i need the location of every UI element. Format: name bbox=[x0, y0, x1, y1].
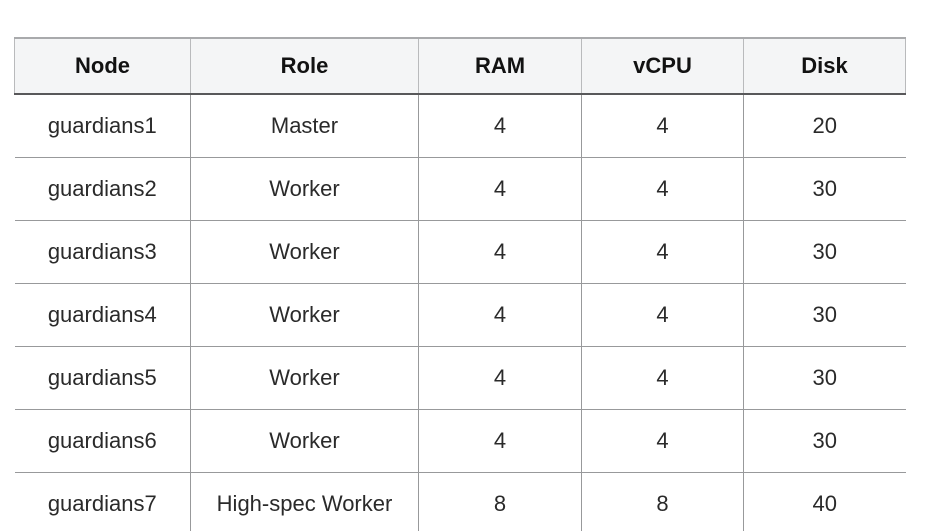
cell-disk: 30 bbox=[743, 220, 906, 284]
cell-node: guardians6 bbox=[14, 409, 191, 473]
header-row: Node Role RAM vCPU Disk bbox=[14, 37, 906, 95]
cell-ram: 4 bbox=[418, 346, 582, 410]
cell-ram: 4 bbox=[418, 157, 582, 221]
cell-role: Worker bbox=[190, 346, 419, 410]
cell-vcpu: 8 bbox=[581, 472, 744, 531]
table-row: guardians5 Worker 4 4 30 bbox=[14, 346, 906, 410]
cell-node: guardians2 bbox=[14, 157, 191, 221]
table-row: guardians7 High-spec Worker 8 8 40 bbox=[14, 472, 906, 531]
cell-ram: 4 bbox=[418, 283, 582, 347]
cell-ram: 4 bbox=[418, 93, 582, 158]
cell-vcpu: 4 bbox=[581, 93, 744, 158]
cell-node: guardians1 bbox=[14, 93, 191, 158]
cell-role: Worker bbox=[190, 283, 419, 347]
cell-node: guardians5 bbox=[14, 346, 191, 410]
cell-disk: 40 bbox=[743, 472, 906, 531]
cell-vcpu: 4 bbox=[581, 346, 744, 410]
column-header-ram: RAM bbox=[418, 37, 582, 95]
cell-node: guardians4 bbox=[14, 283, 191, 347]
cell-node: guardians7 bbox=[14, 472, 191, 531]
node-specs-table: Node Role RAM vCPU Disk guardians1 Maste… bbox=[14, 37, 906, 531]
cell-role: Worker bbox=[190, 220, 419, 284]
cell-vcpu: 4 bbox=[581, 283, 744, 347]
table-row: guardians2 Worker 4 4 30 bbox=[14, 157, 906, 221]
cell-disk: 30 bbox=[743, 409, 906, 473]
cell-role: Worker bbox=[190, 409, 419, 473]
cell-vcpu: 4 bbox=[581, 157, 744, 221]
cell-ram: 4 bbox=[418, 409, 582, 473]
cell-disk: 30 bbox=[743, 157, 906, 221]
cell-ram: 8 bbox=[418, 472, 582, 531]
table-row: guardians1 Master 4 4 20 bbox=[14, 93, 906, 158]
cell-vcpu: 4 bbox=[581, 220, 744, 284]
cell-role: Master bbox=[190, 93, 419, 158]
cell-disk: 20 bbox=[743, 93, 906, 158]
table-row: guardians6 Worker 4 4 30 bbox=[14, 409, 906, 473]
column-header-vcpu: vCPU bbox=[581, 37, 744, 95]
cell-vcpu: 4 bbox=[581, 409, 744, 473]
table-row: guardians3 Worker 4 4 30 bbox=[14, 220, 906, 284]
cell-disk: 30 bbox=[743, 346, 906, 410]
column-header-role: Role bbox=[190, 37, 419, 95]
cell-role: High-spec Worker bbox=[190, 472, 419, 531]
cell-role: Worker bbox=[190, 157, 419, 221]
column-header-disk: Disk bbox=[743, 37, 906, 95]
cell-ram: 4 bbox=[418, 220, 582, 284]
cell-disk: 30 bbox=[743, 283, 906, 347]
cell-node: guardians3 bbox=[14, 220, 191, 284]
table-row: guardians4 Worker 4 4 30 bbox=[14, 283, 906, 347]
column-header-node: Node bbox=[14, 37, 191, 95]
